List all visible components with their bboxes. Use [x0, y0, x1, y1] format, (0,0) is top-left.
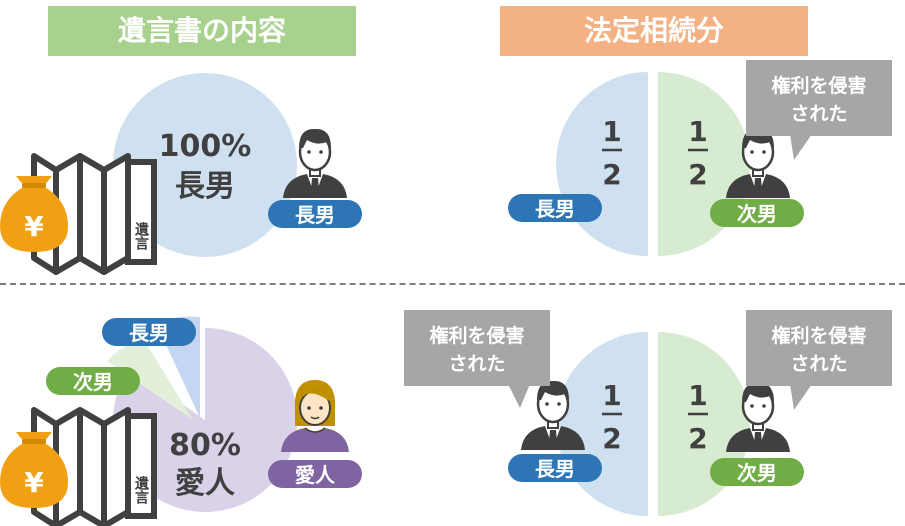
legal-bottom-eldest-tag — [508, 454, 602, 482]
will-percent: 100% — [159, 129, 252, 164]
will-contents-header: 遺言書の内容 — [48, 6, 356, 56]
infringed-bubble-top: 権利を侵害 された — [746, 60, 892, 160]
svg-text:長男: 長男 — [535, 457, 575, 481]
fraction-denominator-left: 2 — [602, 158, 621, 191]
svg-text:2: 2 — [602, 422, 621, 455]
svg-text:¥: ¥ — [24, 466, 44, 499]
legal-second-tag-label: 次男 — [737, 202, 777, 226]
mistress-tag-label: 愛人 — [295, 463, 336, 487]
fraction-numerator-right: 1 — [688, 115, 707, 148]
will-scroll-icon: 遺言 — [34, 156, 154, 272]
slice-eldest-tag — [102, 318, 196, 346]
will-scroll-label: 遺言 — [133, 221, 149, 251]
svg-text:権利を侵害: 権利を侵害 — [771, 324, 866, 347]
yen-bag-icon-bottom: ¥ — [0, 432, 68, 508]
mistress-tag — [268, 460, 362, 488]
will-bottom-percent: 80% — [169, 428, 241, 463]
svg-text:遺言: 遺言 — [133, 475, 149, 505]
will-pie-second-son — [107, 338, 193, 420]
section-divider — [0, 283, 905, 285]
eldest-son-tag — [268, 200, 362, 228]
svg-text:次男: 次男 — [737, 461, 777, 485]
svg-text:権利を侵害: 権利を侵害 — [429, 324, 524, 347]
svg-text:1: 1 — [688, 379, 707, 412]
svg-text:された: された — [448, 353, 505, 375]
slice-eldest-tag-label: 長男 — [129, 321, 169, 345]
yen-bag-icon: ¥ — [0, 176, 68, 252]
legal-share-header: 法定相続分 — [500, 6, 808, 56]
legal-eldest-tag-label: 長男 — [535, 197, 575, 221]
fraction-numerator-left: 1 — [602, 115, 621, 148]
will-pie-full — [113, 73, 297, 257]
svg-text:1: 1 — [602, 379, 621, 412]
fraction-denominator-right: 2 — [688, 158, 707, 191]
will-pie-mistress — [113, 327, 298, 512]
svg-text:権利を侵害: 権利を侵害 — [771, 74, 866, 97]
svg-text:2: 2 — [688, 422, 707, 455]
svg-text:された: された — [790, 103, 847, 125]
will-recipient: 長男 — [175, 169, 235, 204]
svg-text:¥: ¥ — [24, 210, 44, 243]
will-bottom-recipient: 愛人 — [175, 466, 235, 501]
infringed-bubble-bottom-right: 権利を侵害 された — [746, 310, 892, 410]
infringed-bubble-bottom-left: 権利を侵害 された — [404, 310, 550, 408]
eldest-son-tag-label: 長男 — [295, 203, 335, 227]
slice-second-tag-label: 次男 — [73, 370, 113, 394]
legal-bottom-second-tag — [710, 458, 804, 486]
legal-eldest-tag — [508, 194, 602, 222]
legal-second-tag — [710, 199, 804, 227]
slice-second-tag — [46, 367, 140, 395]
will-scroll-icon-bottom: 遺言 — [34, 410, 154, 526]
svg-text:された: された — [790, 353, 847, 375]
